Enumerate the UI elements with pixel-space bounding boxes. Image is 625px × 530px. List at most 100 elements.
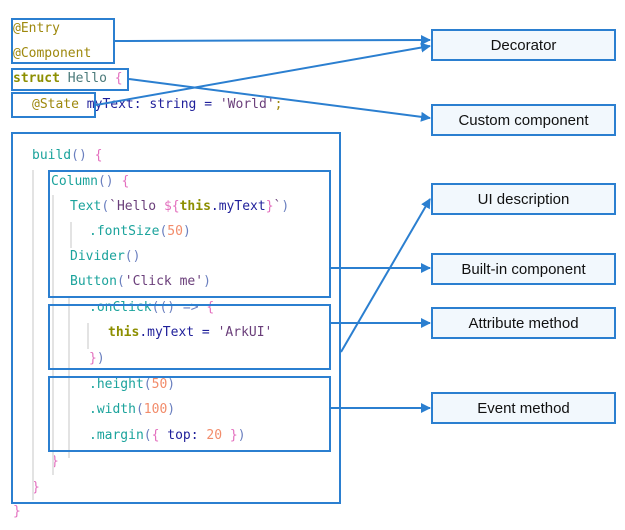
code-token: ()	[97, 174, 122, 189]
code-token: {	[94, 148, 103, 163]
code-token: @State	[32, 97, 79, 112]
column-highlight-box	[48, 170, 331, 298]
code-token: ()	[124, 249, 141, 264]
code-line: Button('Click me')	[70, 272, 211, 292]
code-token: 'World'	[219, 97, 275, 112]
code-token: .onClick	[89, 300, 152, 315]
decorator-highlight-box	[11, 18, 115, 64]
attribute-method-label-text: Attribute method	[468, 314, 579, 332]
code-line: @Component	[13, 44, 91, 64]
code-token: (	[143, 377, 152, 392]
decorator-label: Decorator	[431, 29, 616, 61]
code-token: build	[32, 148, 72, 163]
indent-guide	[70, 222, 72, 248]
code-token: Hello	[59, 71, 115, 86]
code-token: .myText	[210, 199, 266, 214]
code-line: build() {	[32, 146, 102, 166]
code-line: struct Hello {	[13, 69, 123, 89]
code-line: Text(`Hello ${this.myText}`)	[70, 197, 289, 217]
code-token: (	[135, 402, 144, 417]
code-line: }	[13, 502, 21, 522]
arrow-state-to-decorator	[95, 42, 431, 106]
code-token: (	[143, 428, 152, 443]
attribute-method-label: Attribute method	[431, 307, 616, 339]
code-token: Button	[70, 274, 117, 289]
code-line: .width(100)	[89, 400, 175, 420]
code-token: )	[96, 351, 105, 366]
code-token: }	[13, 504, 21, 519]
code-line: Column() {	[51, 172, 129, 192]
code-line: @Entry	[13, 19, 60, 39]
decorator-label-text: Decorator	[490, 36, 557, 54]
code-token: .height	[89, 377, 144, 392]
code-token: 'Click me'	[124, 274, 204, 289]
event-method-label-text: Event method	[477, 399, 570, 417]
code-token: .width	[89, 402, 136, 417]
code-token: )	[167, 402, 176, 417]
code-token: @Entry	[13, 21, 60, 36]
code-line: }	[32, 478, 40, 498]
arrow-build-to-ui-description	[340, 198, 431, 353]
struct-highlight-box	[11, 68, 129, 91]
code-token: )	[182, 224, 191, 239]
ui-description-label-text: UI description	[477, 190, 570, 208]
code-token: .fontSize	[89, 224, 160, 239]
code-token: ;	[274, 97, 283, 112]
code-token: ${	[163, 199, 180, 214]
builtin-component-label: Built-in component	[431, 253, 616, 285]
code-token: top:	[159, 428, 207, 443]
code-token: }	[51, 454, 59, 469]
code-line: }	[51, 452, 59, 472]
code-token: }	[89, 351, 97, 366]
ui-description-label: UI description	[431, 183, 616, 215]
code-token: this	[179, 199, 211, 214]
code-token: Text	[70, 199, 102, 214]
code-token: )	[281, 199, 290, 214]
code-token: 20	[206, 428, 223, 443]
code-token: 100	[143, 402, 168, 417]
code-line: .margin({ top: 20 })	[89, 426, 246, 446]
state-highlight-box	[11, 92, 96, 118]
code-token: struct	[13, 71, 60, 86]
code-token: }	[229, 428, 238, 443]
code-token: (	[101, 199, 110, 214]
custom-component-label: Custom component	[431, 104, 616, 136]
code-token: 'ArkUI'	[217, 325, 273, 340]
code-token: Column	[51, 174, 98, 189]
onclick-highlight-box	[48, 304, 331, 370]
build-highlight-box	[11, 132, 341, 504]
code-token: (() =>	[151, 300, 207, 315]
code-token: (	[116, 274, 125, 289]
attributes-highlight-box	[48, 376, 331, 452]
code-token: 50	[151, 377, 168, 392]
code-line: })	[89, 349, 105, 369]
code-token: myText: string =	[78, 97, 220, 112]
code-token: )	[203, 274, 211, 289]
arrow-entry-to-decorator	[114, 35, 431, 46]
code-token: {	[206, 300, 215, 315]
code-token: )	[167, 377, 176, 392]
indent-guide	[52, 195, 54, 475]
code-token: `	[273, 199, 282, 214]
code-line: .onClick(() => {	[89, 298, 214, 318]
code-line: this.myText = 'ArkUI'	[108, 323, 272, 343]
event-method-label: Event method	[431, 392, 616, 424]
indent-guide	[32, 170, 34, 500]
arrow-struct-to-custom-component	[128, 78, 431, 122]
code-line: @State myText: string = 'World';	[32, 95, 282, 115]
code-token: 50	[167, 224, 183, 239]
code-token: (	[159, 224, 168, 239]
code-line: Divider()	[70, 247, 140, 267]
code-token: {	[114, 71, 123, 86]
code-token: }	[265, 199, 274, 214]
code-token: .myText =	[139, 325, 218, 340]
code-token: .margin	[89, 428, 144, 443]
code-line: .height(50)	[89, 375, 175, 395]
custom-component-label-text: Custom component	[458, 111, 589, 129]
code-token: Divider	[70, 249, 125, 264]
code-token: }	[32, 480, 40, 495]
code-line: .fontSize(50)	[89, 222, 191, 242]
indent-guide	[87, 323, 89, 349]
builtin-component-label-text: Built-in component	[461, 260, 586, 278]
